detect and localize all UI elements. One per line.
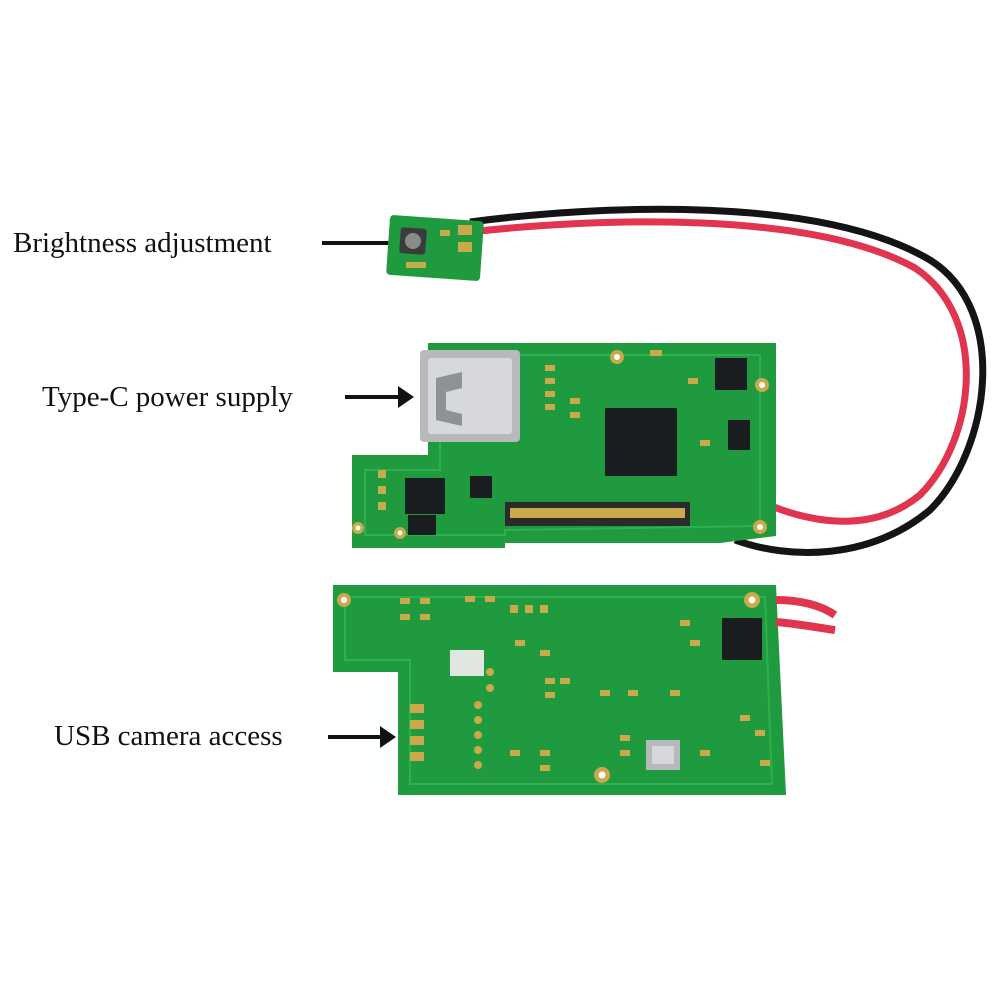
usb-camera-board (333, 585, 838, 795)
type-c-board (352, 343, 776, 548)
label-brightness-adjustment: Brightness adjustment (13, 227, 272, 259)
label-usb-camera-access: USB camera access (54, 720, 283, 752)
arrow-right-icon (345, 386, 414, 408)
arrow-right-icon (328, 726, 396, 748)
label-type-c-power-supply: Type-C power supply (42, 381, 293, 413)
brightness-board (386, 215, 484, 281)
cable-pair (469, 205, 987, 556)
